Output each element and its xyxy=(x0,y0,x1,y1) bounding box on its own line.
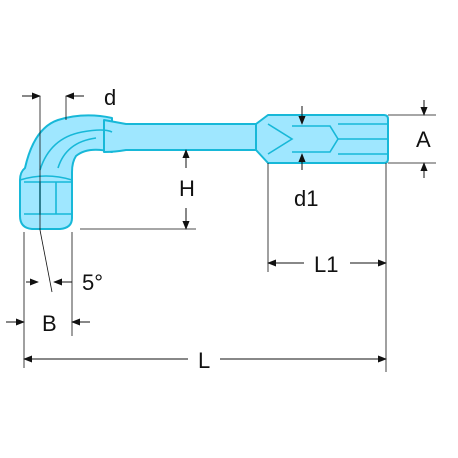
wrench-tube-socket xyxy=(255,114,389,164)
socket-hexagon-edges xyxy=(24,181,72,215)
tube-socket-bore xyxy=(338,123,388,155)
dimension-L1: L1 xyxy=(267,163,387,372)
angled-socket-wrench xyxy=(19,114,389,230)
head-inner-curve xyxy=(57,137,97,169)
dimension-H-label: H xyxy=(179,176,195,201)
dimension-B: B xyxy=(6,232,90,336)
dimension-d-label: d xyxy=(104,85,116,110)
dimension-d: d xyxy=(22,85,116,230)
dimension-angle: 5° xyxy=(23,229,103,368)
dimension-L-label: L xyxy=(198,348,210,373)
dimension-H: H xyxy=(80,149,196,230)
wrench-head xyxy=(19,114,113,230)
dimension-A: A xyxy=(388,100,436,178)
dimension-B-label: B xyxy=(42,311,57,336)
tube-cone xyxy=(267,123,294,155)
wrench-shank xyxy=(103,119,257,153)
dimension-A-label: A xyxy=(416,127,431,152)
dimension-angle-label: 5° xyxy=(82,270,103,295)
dimension-d1-label: d1 xyxy=(294,186,318,211)
head-bend-highlight xyxy=(39,129,113,171)
dimension-L1-label: L1 xyxy=(314,252,338,277)
dimension-d1: d1 xyxy=(294,106,318,211)
dimension-L: L xyxy=(23,348,387,373)
socket-chamfer xyxy=(19,175,73,181)
